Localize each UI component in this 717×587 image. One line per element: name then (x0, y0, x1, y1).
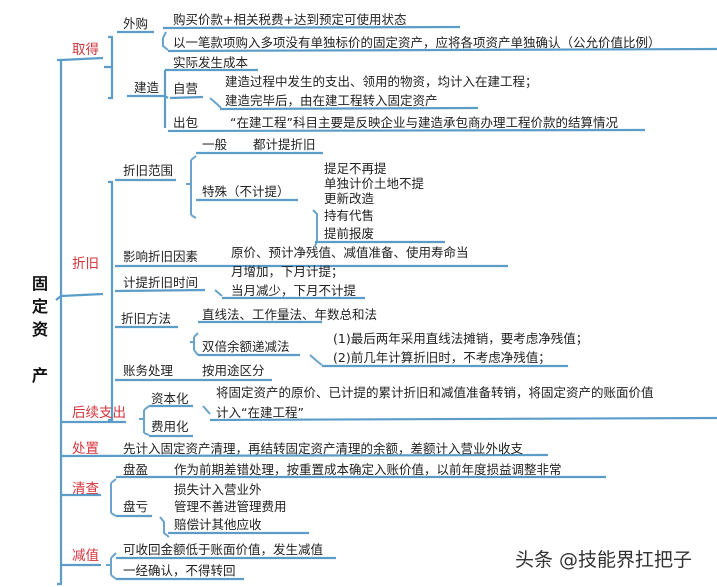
node-construct: 建造 (134, 80, 160, 95)
leaf-outsource: “在建工程”科目主要是反映企业与建造承包商办理工程价款的结算情况 (230, 115, 618, 130)
branch-disposal: 处置 (72, 441, 99, 457)
node-shortage: 盘亏 (123, 499, 149, 514)
node-general: 一般 (202, 137, 228, 152)
node-methods: 折旧方法 (121, 311, 172, 326)
branch-subsequent: 后续支出 (72, 405, 126, 421)
leaf-actual-cost: 实际发生成本 (173, 55, 249, 70)
node-expense: 费用化 (151, 419, 189, 434)
leaf-purchase-cost: 购买价款+相关税费+达到预定可使用状态 (173, 12, 407, 27)
leaf-special-5: 提前报废 (324, 226, 375, 241)
root-char: 定 (31, 297, 48, 316)
node-special: 特殊（不计提） (202, 184, 290, 199)
node-timing: 计提折旧时间 (123, 275, 199, 290)
node-outsource: 出包 (173, 115, 199, 130)
leaf-special-3: 更新改造 (324, 191, 375, 206)
root-char: 固 (31, 274, 48, 293)
leaf-special-4: 持有代售 (324, 208, 375, 223)
node-surplus: 盘盈 (123, 462, 149, 477)
leaf-disposal: 先计入固定资产清理，再结转固定资产清理的余额，差额计入营业外收支 (123, 441, 524, 456)
leaf-shortage-3: 赔偿计其他应收 (174, 517, 262, 532)
leaf-self-construct-2: 建造完毕后，由在建工程转入固定资产 (225, 93, 438, 108)
branch-acquire: 取得 (72, 42, 99, 58)
leaf-capitalize-2: 计入“在建工程” (216, 405, 304, 420)
leaf-general: 都计提折旧 (253, 137, 316, 152)
root-node-fixed-assets: 固 定 资 产 (30, 272, 50, 387)
leaf-shortage-1: 损失计入营业外 (174, 482, 262, 497)
branch-inventory: 清查 (72, 481, 99, 497)
leaf-ddb-2: (2)前几年计算折旧时，不考虑净残值； (333, 350, 551, 365)
root-char: 产 (31, 366, 48, 385)
leaf-timing-2: 当月减少，下月不计提 (231, 283, 357, 298)
leaf-factors: 原价、预计净残值、减值准备、使用寿命当 (231, 245, 469, 260)
leaf-impairment-1: 可收回金额低于账面价值，发生减值 (123, 542, 324, 557)
root-char: 资 (31, 320, 48, 339)
leaf-ddb-1: (1)最后两年采用直线法摊销，要考虑净残值； (333, 331, 589, 346)
leaf-special-1: 提足不再提 (324, 161, 387, 176)
leaf-self-construct-1: 建造过程中发生的支出、领用的物资，均计入在建工程； (225, 74, 538, 89)
branch-impairment: 减值 (72, 548, 99, 564)
leaf-methods-list: 直线法、工作量法、年数总和法 (202, 307, 378, 322)
node-ddb: 双倍余额递减法 (202, 339, 290, 354)
leaf-accounting: 按用途区分 (202, 363, 265, 378)
node-factors: 影响折旧因素 (123, 249, 199, 264)
leaf-basket-purchase: 以一笔款项购入多项没有单独标价的固定资产，应将各项资产单独确认（公允价值比例） (173, 35, 661, 50)
node-capitalize: 资本化 (151, 391, 189, 406)
watermark: 头条 @技能界扛把子 (515, 549, 693, 571)
leaf-timing-1: 月增加，下月计提； (231, 264, 344, 279)
leaf-shortage-2: 管理不善进管理费用 (174, 499, 287, 514)
leaf-impairment-2: 一经确认，不得转回 (123, 563, 236, 578)
branch-depreciation: 折旧 (72, 256, 99, 272)
node-self-construct: 自营 (173, 81, 199, 96)
root-char (30, 341, 50, 364)
node-purchase: 外购 (123, 16, 149, 31)
leaf-capitalize-1: 将固定资产的原价、已计提的累计折旧和减值准备转销，将固定资产的账面价值 (216, 385, 654, 400)
leaf-special-2: 单独计价土地不提 (324, 176, 425, 191)
node-scope: 折旧范围 (123, 163, 174, 178)
node-accounting: 账务处理 (123, 363, 174, 378)
leaf-surplus: 作为前期差错处理，按重置成本确定入账价值，以前年度损益调整非常 (174, 462, 562, 477)
